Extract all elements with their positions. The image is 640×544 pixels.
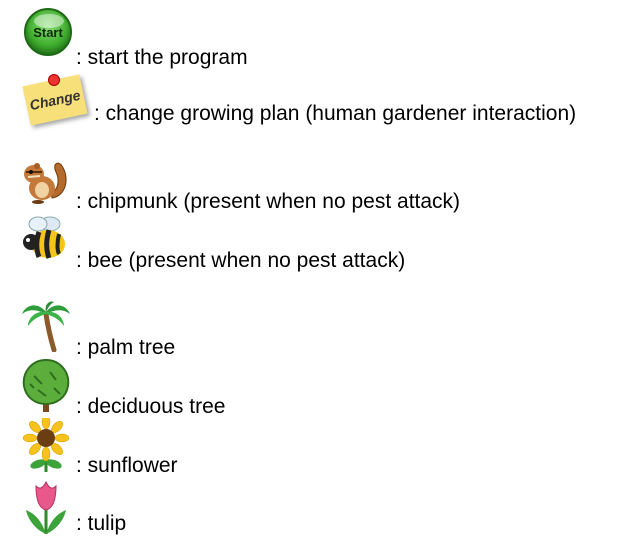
legend-deciduous-text: : deciduous tree bbox=[76, 395, 226, 418]
start-label: Start bbox=[33, 24, 63, 40]
chipmunk-icon bbox=[24, 162, 67, 204]
bee-icon bbox=[23, 216, 65, 259]
legend-change-text: : change growing plan (human gardener in… bbox=[94, 102, 577, 125]
sunflower-icon bbox=[22, 418, 70, 472]
change-label: Change bbox=[28, 86, 82, 114]
legend-sunflower-text: : sunflower bbox=[76, 454, 178, 477]
legend-palm-text: : palm tree bbox=[76, 336, 176, 359]
tulip-icon bbox=[26, 480, 66, 534]
legend-tulip-text: : tulip bbox=[76, 512, 127, 535]
deciduous-tree-icon bbox=[22, 358, 70, 412]
pin-icon bbox=[48, 74, 60, 86]
legend-start-text: : start the program bbox=[76, 46, 248, 69]
legend-bee-text: : bee (present when no pest attack) bbox=[76, 249, 406, 272]
start-button-icon[interactable]: Start bbox=[24, 8, 72, 56]
palm-tree-icon bbox=[22, 301, 70, 352]
legend-chipmunk-text: : chipmunk (present when no pest attack) bbox=[76, 190, 461, 213]
